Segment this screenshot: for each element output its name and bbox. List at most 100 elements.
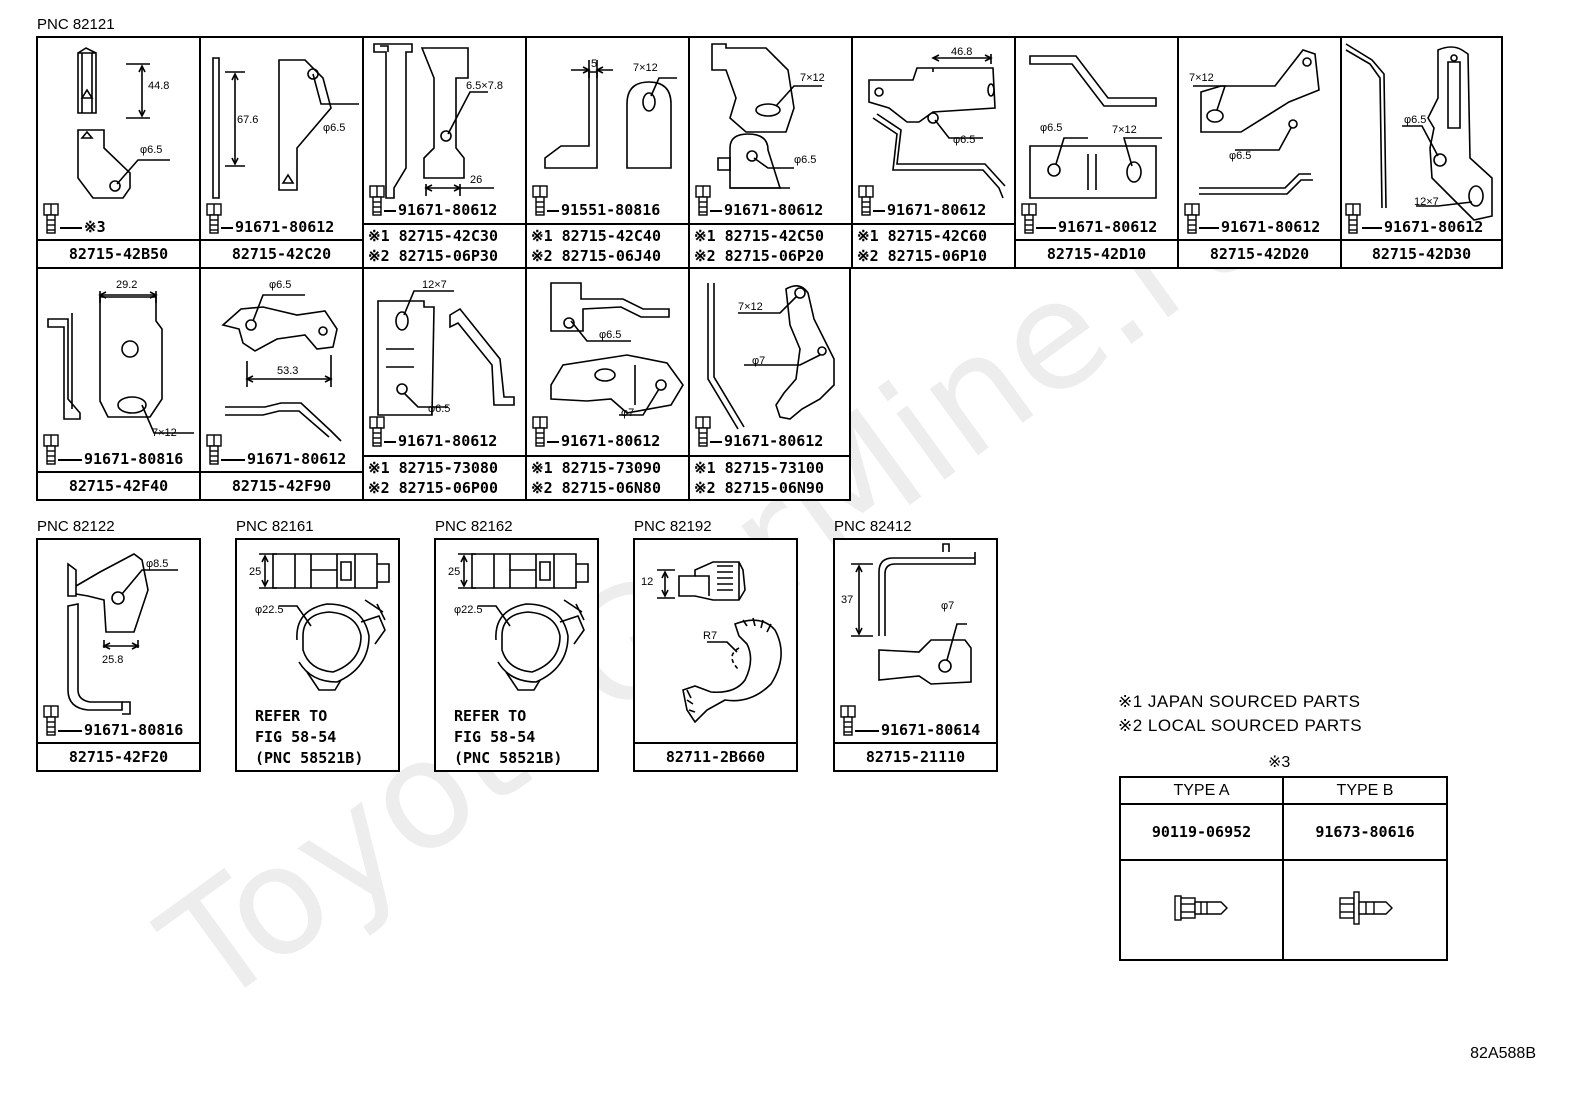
leader-line (58, 730, 82, 732)
type-b-part-number: 91673-80616 (1282, 803, 1448, 861)
bolt-icon (206, 203, 222, 234)
part-cell-82711-2B660[interactable]: 12 R7 82711-2B660 (633, 538, 798, 772)
dim-label: φ6.5 (323, 122, 346, 134)
dim-label: 6.5×7.8 (466, 80, 504, 92)
part-cell-82715-42C50[interactable]: 7×12 φ6.5 91671-80612 ※1 82715-42C50 ※2 … (688, 36, 853, 269)
japan-part-number: ※1 82715-73100 (694, 459, 824, 477)
bolt-icon (43, 203, 59, 234)
dim-label: φ7 (752, 355, 766, 367)
bolt-icon (43, 434, 59, 465)
part-cell-82715-42B50[interactable]: 44.8 φ6.5 ※3 82715-42B50 (36, 36, 201, 269)
japan-part-number: ※1 82715-73090 (531, 459, 661, 477)
bolt-part-number: 91671-80612 (1384, 218, 1484, 236)
leader-line (710, 210, 722, 212)
bolt-part-number: ※3 (84, 218, 106, 236)
dim-label: 7×12 (633, 62, 658, 74)
bolt-icon (532, 185, 548, 216)
part-cell-82715-42F40[interactable]: 29.2 7×12 91671-80816 82715-42F40 (36, 267, 201, 501)
dim-label: 67.6 (237, 114, 259, 126)
dim-label: 44.8 (148, 80, 170, 92)
dim-label: φ6.5 (428, 403, 451, 415)
part-cell-82715-21110[interactable]: 37 φ7 91671-80614 82715-21110 (833, 538, 998, 772)
part-cell-82715-42C20[interactable]: 67.6 φ6.5 91671-80612 82715-42C20 (199, 36, 364, 269)
clamp-drawing (458, 553, 589, 691)
bolt-icon (369, 416, 385, 447)
bolt-icon (43, 705, 59, 736)
dim-label: 53.3 (277, 365, 299, 377)
bracket-drawing (868, 54, 1006, 199)
part-cell-82715-73080[interactable]: 12×7 φ6.5 91671-80612 ※1 82715-73080 ※2 … (362, 267, 527, 501)
dim-label: 25 (448, 566, 461, 578)
dim-label: 7×12 (1112, 124, 1137, 136)
dim-label: 25 (249, 566, 262, 578)
part-cell-82715-42D30[interactable]: φ6.5 12×7 91671-80612 82715-42D30 (1340, 36, 1503, 269)
dim-label: φ6.5 (953, 134, 976, 146)
part-cell-clamp-82162[interactable]: 25 φ22.5 REFER TO FIG 58-54 (PNC 58521B) (434, 538, 599, 772)
pnc-label-82121: PNC 82121 (37, 16, 115, 33)
dim-label: φ6.5 (1404, 114, 1427, 126)
japan-part-number: ※1 82715-42C30 (368, 227, 498, 245)
bolt-icon (695, 185, 711, 216)
local-part-number: ※2 82715-06N90 (694, 479, 824, 497)
bolt-part-number: 91671-80612 (247, 450, 347, 468)
bracket-drawing (544, 60, 677, 169)
bracket-drawing (1193, 49, 1320, 195)
part-cell-82715-42D10[interactable]: φ6.5 7×12 91671-80612 82715-42D10 (1014, 36, 1179, 269)
part-number: 82715-42B50 (38, 239, 199, 267)
local-part-number: ※2 82715-06P00 (368, 479, 498, 497)
part-cell-clamp-82161[interactable]: 25 φ22.5 REFER TO FIG 58-54 (PNC 58521B) (235, 538, 400, 772)
leader-line (547, 441, 559, 443)
dim-label: 37 (841, 594, 854, 606)
clip-drawing (657, 561, 782, 724)
part-cell-82715-42F90[interactable]: φ6.5 53.3 91671-80612 82715-42F90 (199, 267, 364, 501)
part-cell-82715-42D20[interactable]: 7×12 φ6.5 91671-80612 82715-42D20 (1177, 36, 1342, 269)
bolt-part-number: 91671-80612 (1221, 218, 1321, 236)
dim-label: 26 (470, 174, 483, 186)
part-number: 82715-42C20 (201, 239, 362, 267)
bolt-icon (858, 185, 874, 216)
bracket-drawing (47, 291, 194, 434)
leader-line (384, 441, 396, 443)
dim-label: φ22.5 (255, 604, 284, 616)
part-cell-82715-42C40[interactable]: 5 7×12 91551-80816 ※1 82715-42C40 ※2 827… (525, 36, 690, 269)
pnc-label-82192: PNC 82192 (634, 518, 712, 535)
pnc-label-82412: PNC 82412 (834, 518, 912, 535)
part-number: 82715-42F90 (201, 471, 362, 499)
pnc-label-82122: PNC 82122 (37, 518, 115, 535)
part-number: 82715-42F40 (38, 471, 199, 499)
part-cell-82715-73090[interactable]: φ6.5 φ7 91671-80612 ※1 82715-73090 ※2 82… (525, 267, 690, 501)
part-cell-82715-42C60[interactable]: 46.8 φ6.5 91671-80612 ※1 82715-42C60 ※2 … (851, 36, 1016, 269)
part-number-pair: ※1 82715-73080 ※2 82715-06P00 (364, 455, 525, 499)
part-cell-82715-73100[interactable]: 7×12 φ7 91671-80612 ※1 82715-73100 ※2 82… (688, 267, 851, 501)
bolt-icon (206, 434, 222, 465)
leader-line (873, 210, 885, 212)
local-part-number: ※2 82715-06P20 (694, 247, 824, 265)
bolt-part-number: 91671-80816 (84, 721, 184, 739)
part-number: 82715-21110 (835, 742, 996, 770)
leader-line (221, 459, 245, 461)
part-cell-82715-42F20[interactable]: φ8.5 25.8 91671-80816 82715-42F20 (36, 538, 201, 772)
flange-bolt-icon (1173, 894, 1228, 921)
bracket-drawing (77, 47, 170, 199)
dim-label: 12×7 (1414, 196, 1439, 208)
leader-line (58, 459, 82, 461)
bolt-icon (532, 416, 548, 447)
leader-line (60, 227, 82, 229)
dim-label: φ7 (621, 407, 635, 419)
part-number: 82711-2B660 (635, 742, 796, 770)
bolt-part-number: 91671-80614 (881, 721, 981, 739)
part-number: 82715-42D20 (1179, 239, 1340, 267)
part-number: 82715-42D10 (1016, 239, 1177, 267)
bracket-drawing (221, 294, 342, 442)
dim-label: 46.8 (951, 46, 973, 58)
part-cell-82715-42C30[interactable]: 6.5×7.8 26 91671-80612 ※1 82715-42C30 ※2… (362, 36, 527, 269)
part-number-pair: ※1 82715-42C40 ※2 82715-06J40 (527, 223, 688, 267)
bracket-drawing (711, 43, 822, 189)
bracket-drawing (1029, 55, 1162, 199)
type-a-part-number: 90119-06952 (1119, 803, 1284, 861)
dim-label: φ6.5 (140, 144, 163, 156)
bolt-part-number: 91671-80612 (724, 432, 824, 450)
bolt-part-number: 91671-80612 (887, 201, 987, 219)
note-local-sourced: ※2 LOCAL SOURCED PARTS (1118, 716, 1363, 735)
leader-line (1199, 227, 1219, 229)
